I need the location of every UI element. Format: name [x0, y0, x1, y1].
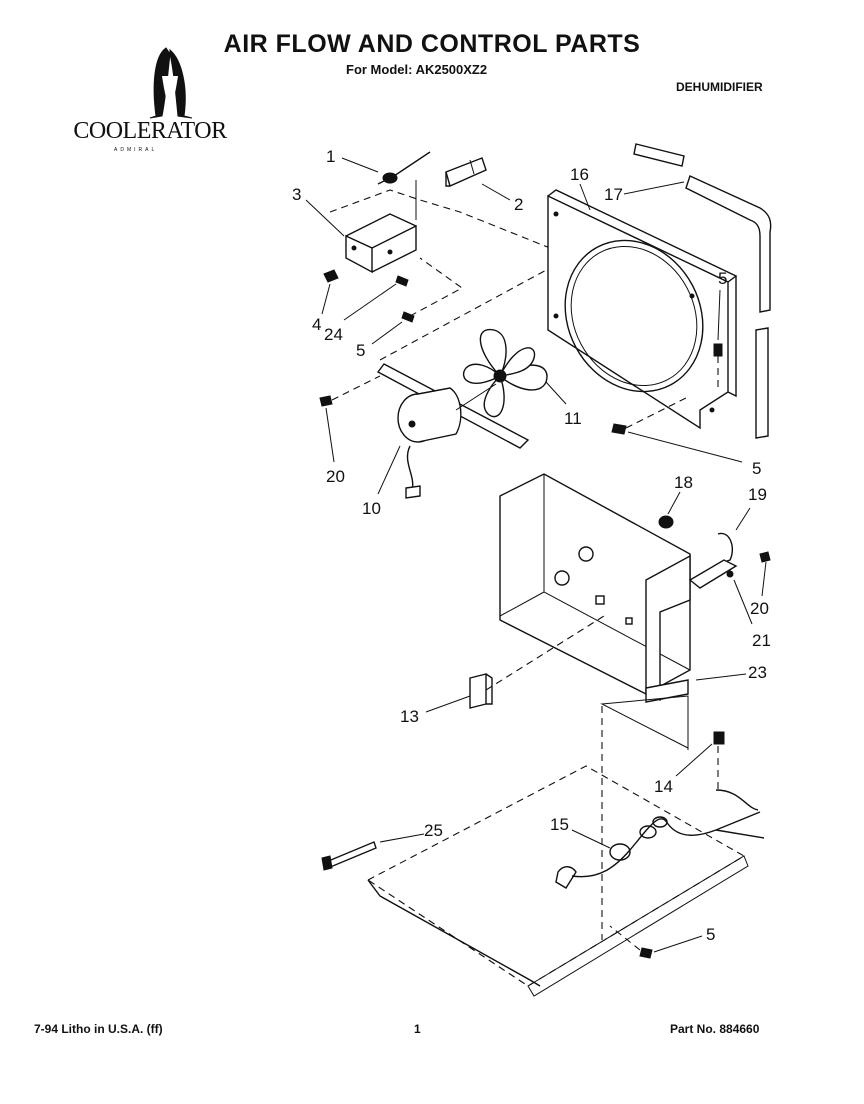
part-2-switch: [445, 157, 487, 187]
callout-3: 3: [292, 185, 301, 204]
callout-24: 24: [324, 325, 343, 344]
base-pan: [366, 765, 749, 997]
part-18-grommet: [658, 515, 674, 529]
part-3-bracket: [345, 213, 417, 274]
callout-5-right: 5: [718, 269, 727, 288]
footer-part-number: Part No. 884660: [670, 1022, 760, 1036]
callout-20-left: 20: [326, 467, 345, 486]
callout-23: 23: [748, 663, 767, 682]
part-17-gasket-strips: [633, 143, 772, 439]
brand-tagline: ADMIRAL: [114, 147, 158, 153]
leader-lines: [305, 157, 767, 953]
callout-18: 18: [674, 473, 693, 492]
footer-litho: 7-94 Litho in U.S.A. (ff): [34, 1022, 163, 1036]
part-14-screw: [713, 731, 725, 790]
part-19-wire-clip: [717, 532, 734, 563]
callout-15: 15: [550, 815, 569, 834]
part-21-bracket: [688, 559, 738, 589]
callout-16: 16: [570, 165, 589, 184]
page-title: AIR FLOW AND CONTROL PARTS: [223, 30, 641, 58]
callout-2: 2: [514, 195, 523, 214]
callout-21: 21: [752, 631, 771, 650]
penguin-logo-icon: [149, 47, 193, 119]
part-23-control-box: [499, 473, 691, 703]
callout-5-base: 5: [706, 925, 715, 944]
brand-logo: COOLERATOR ADMIRAL: [70, 46, 230, 166]
part-13-capacitor: [469, 615, 605, 709]
callout-20-right: 20: [750, 599, 769, 618]
part-11-fan-blade: [462, 328, 548, 418]
callout-1: 1: [326, 147, 335, 166]
part-5-screw-base: [609, 925, 653, 959]
part-5-screw-shroud-bottom: [611, 395, 691, 435]
callout-13: 13: [400, 707, 419, 726]
part-5-screw-upper: [401, 311, 415, 323]
callout-17: 17: [604, 185, 623, 204]
callout-14: 14: [654, 777, 673, 796]
part-20-screw-right: [759, 551, 771, 563]
callout-11: 11: [564, 409, 582, 428]
model-line: For Model: AK2500XZ2: [346, 62, 488, 77]
part-16-fan-shroud: [547, 189, 738, 430]
part-10-fan-motor: [376, 363, 530, 499]
part-20-screw-left: [319, 375, 381, 407]
callout-5-shroud: 5: [752, 459, 761, 478]
callout-5-upper: 5: [356, 341, 365, 360]
part-1-knob: [377, 151, 431, 185]
part-24-screw: [395, 275, 409, 287]
part-25-screw: [321, 841, 377, 871]
part-4-nut: [323, 269, 339, 283]
callout-labels: 1 2 3 4 24 5 16 17 5 5 11 10 20 18 19 20…: [292, 147, 771, 944]
part-15-power-cord: [555, 789, 765, 889]
footer-page-number: 1: [414, 1022, 421, 1036]
brand-wordmark: COOLERATOR: [73, 118, 227, 144]
callout-19: 19: [748, 485, 767, 504]
callout-25: 25: [424, 821, 443, 840]
callout-10: 10: [362, 499, 381, 518]
product-category: DEHUMIDIFIER: [676, 80, 763, 94]
callout-4: 4: [312, 315, 321, 334]
part-5-screw-shroud-right: [713, 343, 723, 392]
